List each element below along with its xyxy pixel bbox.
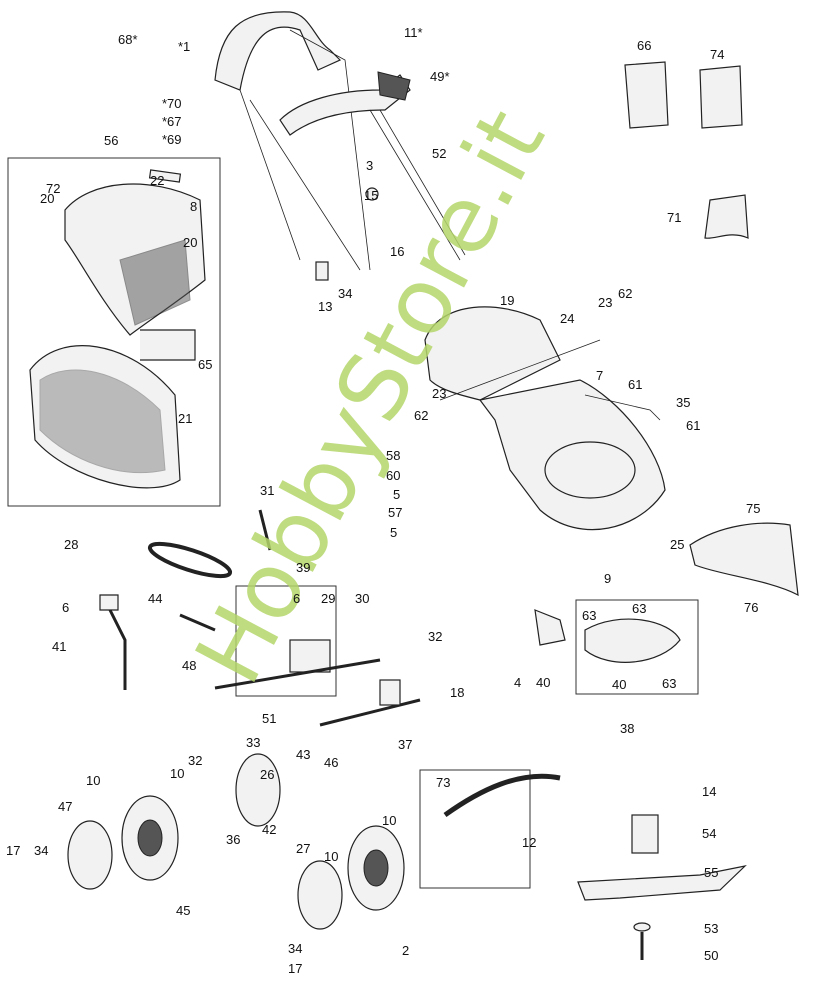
- part-label: 3: [366, 158, 373, 173]
- part-label: 17: [6, 843, 20, 858]
- part-label: 6: [293, 591, 300, 606]
- part-label: 45: [176, 903, 190, 918]
- part-label: 63: [632, 601, 646, 616]
- part-label: 43: [296, 747, 310, 762]
- part-label: 9: [604, 571, 611, 586]
- part-label: 29: [321, 591, 335, 606]
- part-label: 58: [386, 448, 400, 463]
- part-label: 47: [58, 799, 72, 814]
- part-label: 50: [704, 948, 718, 963]
- part-label: 2: [402, 943, 409, 958]
- part-label: 49*: [430, 69, 450, 84]
- part-label: 62: [414, 408, 428, 423]
- part-label: 39: [296, 560, 310, 575]
- grass-bag-box: [7, 157, 221, 507]
- part-label: 24: [560, 311, 574, 326]
- part-label: 33: [246, 735, 260, 750]
- part-label: 4: [514, 675, 521, 690]
- part-label: 11*: [404, 25, 423, 40]
- part-label: 34: [338, 286, 352, 301]
- part-label: *1: [178, 39, 190, 54]
- part-label: 60: [386, 468, 400, 483]
- part-label: 16: [390, 244, 404, 259]
- handle-assembly: [214, 11, 466, 281]
- part-label: 65: [198, 357, 212, 372]
- part-label: 63: [662, 676, 676, 691]
- part-label: 56: [104, 133, 118, 148]
- part-label: *69: [162, 132, 182, 147]
- mower-deck: [424, 306, 799, 597]
- part-label: 74: [710, 47, 724, 62]
- part-label: 30: [355, 591, 369, 606]
- part-label: 22: [150, 173, 164, 188]
- part-label: 48: [182, 658, 196, 673]
- part-label: 35: [676, 395, 690, 410]
- part-label: 23: [432, 386, 446, 401]
- part-label: 18: [450, 685, 464, 700]
- part-label: 10: [382, 813, 396, 828]
- drive-belt: [147, 541, 233, 579]
- part-label: 20: [40, 191, 54, 206]
- part-label: 38: [620, 721, 634, 736]
- part-label: 66: [637, 38, 651, 53]
- part-label: 71: [667, 210, 681, 225]
- part-label: 25: [670, 537, 684, 552]
- part-label: 10: [324, 849, 338, 864]
- part-label: 32: [428, 629, 442, 644]
- part-label: 46: [324, 755, 338, 770]
- part-label: 20: [183, 235, 197, 250]
- part-label: *70: [162, 96, 182, 111]
- part-label: 55: [704, 865, 718, 880]
- part-label: 8: [190, 199, 197, 214]
- part-label: 68*: [118, 32, 138, 47]
- part-label: 15: [364, 188, 378, 203]
- part-label: 42: [262, 822, 276, 837]
- part-label: *67: [162, 114, 182, 129]
- part-labels: 68* *1 11* 49* *70 *67 *69 52 3 15 16 13…: [6, 25, 760, 976]
- part-label: 41: [52, 639, 66, 654]
- part-label: 12: [522, 835, 536, 850]
- grass-bag: [29, 169, 206, 489]
- part-label: 44: [148, 591, 162, 606]
- part-label: 36: [226, 832, 240, 847]
- part-label: 6: [62, 600, 69, 615]
- part-label: 31: [260, 483, 274, 498]
- part-label: 57: [388, 505, 402, 520]
- wheels: [67, 753, 405, 930]
- part-label: 63: [582, 608, 596, 623]
- part-label: 14: [702, 784, 716, 799]
- part-label: 21: [178, 411, 192, 426]
- part-label: 28: [64, 537, 78, 552]
- part-label: 61: [628, 377, 642, 392]
- part-label: 7: [596, 368, 603, 383]
- part-label: 32: [188, 753, 202, 768]
- part-label: 10: [86, 773, 100, 788]
- part-label: 51: [262, 711, 276, 726]
- part-label: 75: [746, 501, 760, 516]
- part-label: 13: [318, 299, 332, 314]
- part-label: 5: [390, 525, 397, 540]
- part-label: 23: [598, 295, 612, 310]
- part-label: 40: [612, 677, 626, 692]
- part-label: 34: [34, 843, 48, 858]
- part-label: 5: [393, 487, 400, 502]
- part-label: 27: [296, 841, 310, 856]
- part-label: 26: [260, 767, 274, 782]
- part-label: 73: [436, 775, 450, 790]
- part-label: 10: [170, 766, 184, 781]
- part-label: 34: [288, 941, 302, 956]
- part-label: 17: [288, 961, 302, 976]
- part-label: 53: [704, 921, 718, 936]
- part-label: 62: [618, 286, 632, 301]
- part-label: 19: [500, 293, 514, 308]
- part-label: 52: [432, 146, 446, 161]
- part-label: 72: [46, 181, 60, 196]
- part-label: 61: [686, 418, 700, 433]
- part-label: 40: [536, 675, 550, 690]
- part-label: 37: [398, 737, 412, 752]
- part-label: 76: [744, 600, 758, 615]
- part-label: 54: [702, 826, 716, 841]
